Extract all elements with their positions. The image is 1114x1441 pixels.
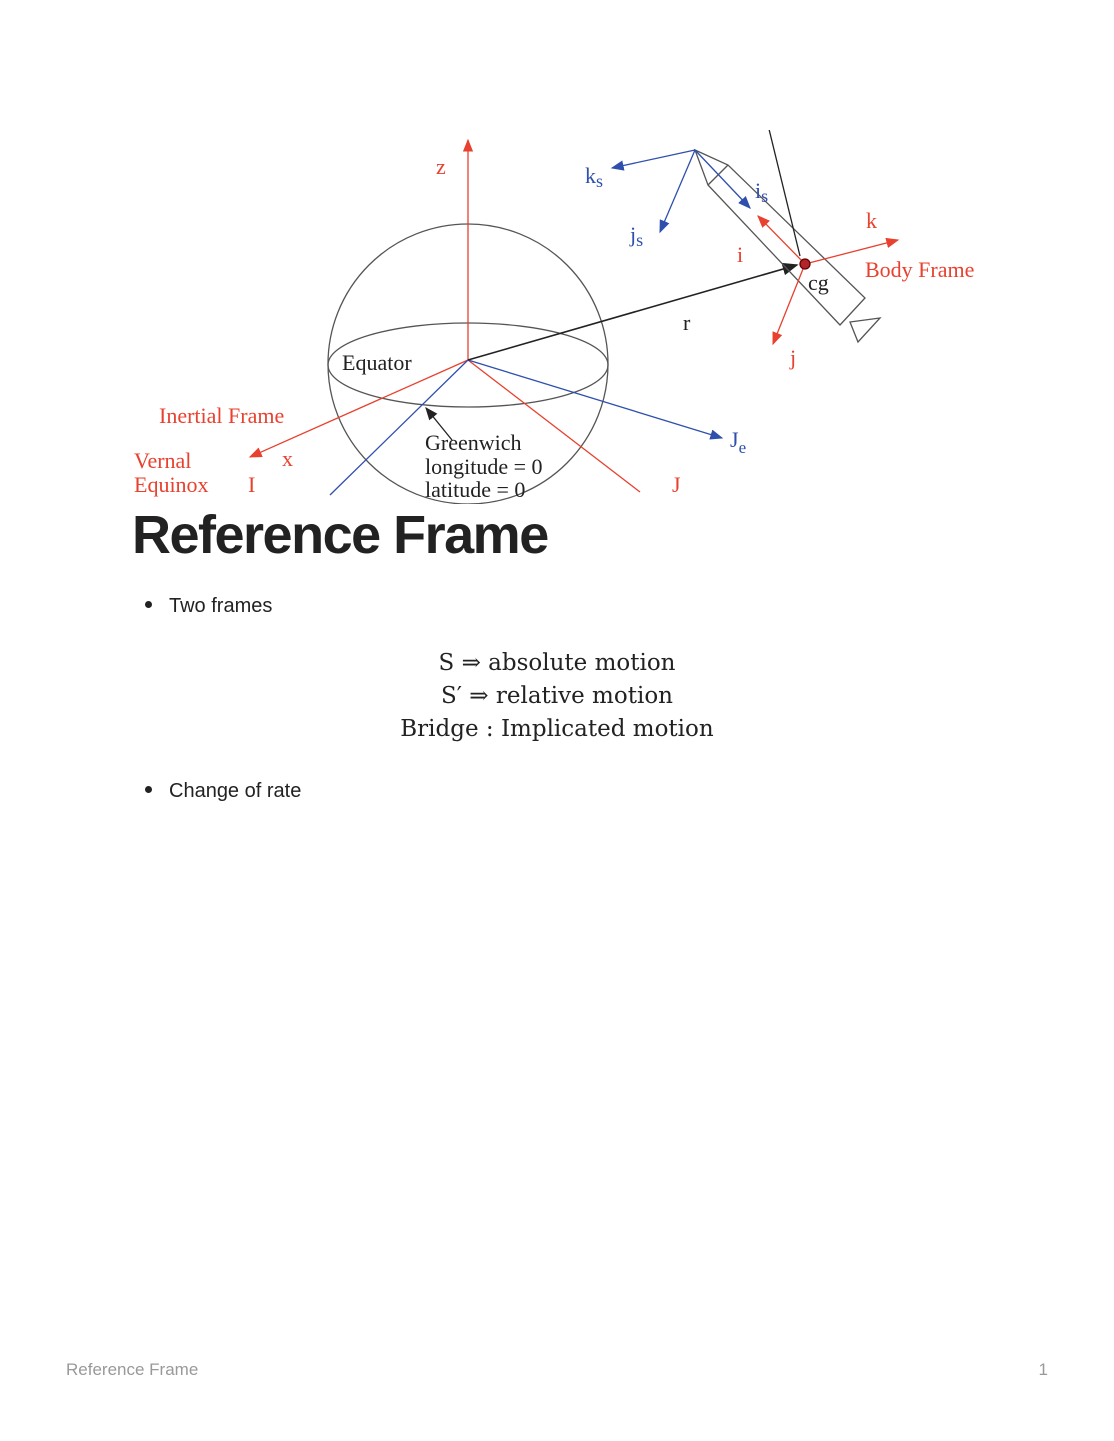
footer-title: Reference Frame [66,1360,199,1379]
greenwich-pointer [425,406,453,441]
k-axis [804,237,900,265]
math-line: Bridge : Implicated motion [400,716,714,742]
J-label: J [672,472,681,497]
cg-dot [799,258,811,270]
rocket-fin [849,317,882,344]
page-number: 1 [1038,1360,1048,1379]
vernal-label: Vernal [134,448,191,473]
I-label: I [248,472,255,497]
is-label: is [755,178,768,206]
je-label: Je [730,427,746,457]
y-axis [467,359,641,493]
sensor-line [768,130,801,257]
j-axis [772,263,806,346]
bullet-item: Two frames [145,595,272,618]
z-label: z [436,154,446,179]
inertial-frame-label: Inertial Frame [159,403,284,428]
bullet-icon [145,601,152,609]
math-line: S ⇒ absolute motion [438,650,676,676]
k-label: k [866,208,877,233]
reference-frame-diagram: z x Equator Inertial Frame Vernal Equino… [134,130,974,504]
body-frame-label: Body Frame [865,257,974,282]
i-axis [757,215,806,265]
js-label: js [629,222,643,250]
ie-axis [329,359,469,496]
rocket-body [693,148,866,326]
bullet-text: Change of rate [169,780,302,802]
r-label: r [683,310,691,335]
greenwich-label: Greenwich [425,430,522,455]
bullet-icon [145,786,152,794]
ks-axis [610,149,696,171]
j-label: j [789,345,796,370]
x-axis [248,359,469,458]
i-label: i [737,242,743,267]
je-axis [467,359,724,440]
math-line: S′ ⇒ relative motion [441,683,673,709]
js-axis [659,149,696,234]
ks-label: ks [585,163,603,191]
equator-label: Equator [342,350,412,375]
bullet-text: Two frames [169,595,273,617]
cg-label: cg [808,270,829,295]
r-vector [467,262,799,361]
is-axis [694,149,751,209]
longitude-label: longitude = 0 [425,454,543,479]
x-label: x [282,446,293,471]
page-title: Reference Frame [132,505,549,565]
bullet-item: Change of rate [145,780,301,803]
latitude-label: latitude = 0 [425,477,525,502]
equinox-label: Equinox [134,472,209,497]
